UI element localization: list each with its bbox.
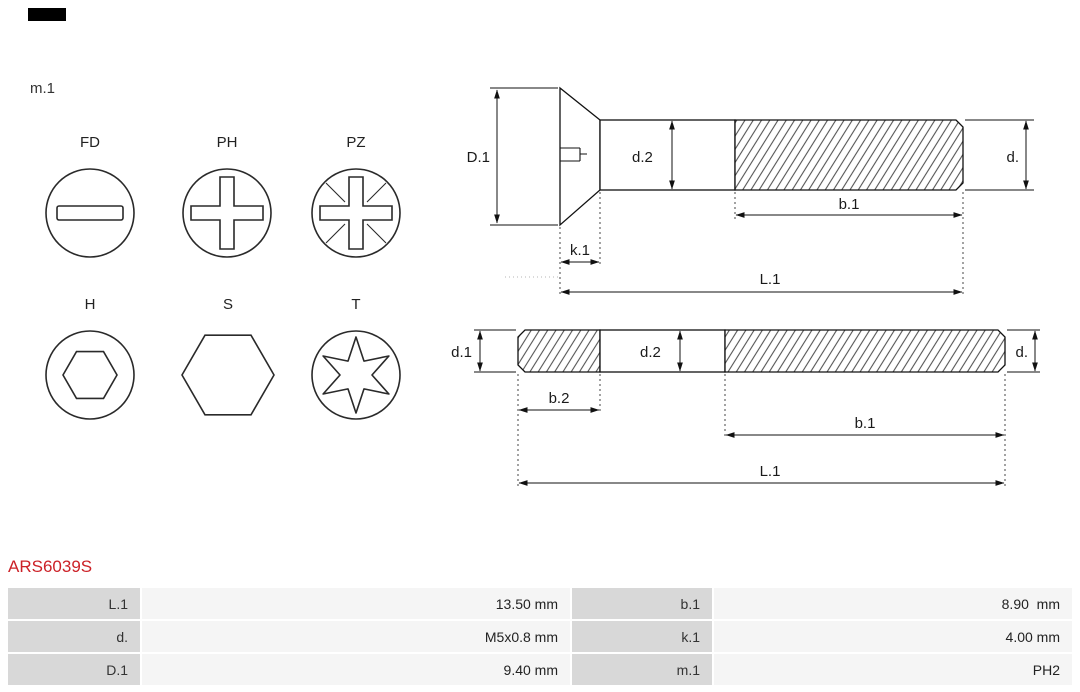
dim-label-L1-stud: L.1 <box>760 463 781 480</box>
spec-value: 4.00 mm <box>714 621 1072 652</box>
dim-label-d1: d.1 <box>451 344 472 361</box>
stud-d-extension <box>1007 329 1040 373</box>
drive-type-h-label: H <box>84 296 96 313</box>
spec-value: 13.50 mm <box>142 588 570 619</box>
drive-type-ph: PH <box>179 134 275 261</box>
drive-type-fd: FD <box>42 134 138 261</box>
stud-drawing: d.1 d.2 d. b.2 b.1 L.1 <box>451 329 1040 487</box>
screw1-slot <box>560 147 587 162</box>
screw1-shank <box>599 119 736 191</box>
spec-value: 9.40 mm <box>142 654 570 685</box>
screw1-D1-extension <box>490 87 558 226</box>
stud-middle-section <box>599 329 726 373</box>
dim-label-D1: D.1 <box>467 149 490 166</box>
screw-technical-drawing: D.1 d.2 d. b.1 k.1 L.1 d.1 d.2 <box>451 86 1040 487</box>
stud-d1-extension <box>474 329 516 373</box>
spec-label: k.1 <box>572 621 712 652</box>
screw1-k1-extension <box>559 192 601 296</box>
m1-label: m.1 <box>30 80 56 97</box>
dim-label-L1: L.1 <box>760 271 781 288</box>
spec-label: b.1 <box>572 588 712 619</box>
part-number: ARS6039S <box>8 557 93 576</box>
spec-label: d. <box>8 621 140 652</box>
drive-type-t-label: T <box>351 296 361 313</box>
dim-label-d: d. <box>1006 149 1019 166</box>
stud-right-thread <box>724 329 1006 373</box>
stud-left-thread <box>517 329 601 373</box>
pozidriv-drive-icon <box>311 168 401 258</box>
dim-label-d2-stud: d.2 <box>640 344 661 361</box>
dim-label-b1: b.1 <box>839 196 860 213</box>
stud-b1-extension <box>724 374 1006 487</box>
stud-b2-extension <box>517 374 601 487</box>
countersunk-screw-drawing: D.1 d.2 d. b.1 k.1 L.1 <box>467 86 1034 296</box>
slotted-drive-icon <box>45 168 135 258</box>
dim-label-b1-stud: b.1 <box>855 415 876 432</box>
hex-socket-drive-icon <box>45 330 135 420</box>
screw1-d-extension <box>965 119 1034 191</box>
spec-label: D.1 <box>8 654 140 685</box>
drive-type-s: S <box>180 296 276 423</box>
spec-value: M5x0.8 mm <box>142 621 570 652</box>
drive-type-pz: PZ <box>308 134 404 261</box>
drive-type-t: T <box>308 296 404 423</box>
drive-type-ph-label: PH <box>216 134 238 151</box>
dim-label-k1: k.1 <box>570 242 590 259</box>
drive-type-h: H <box>42 296 138 423</box>
phillips-drive-icon <box>182 168 272 258</box>
spec-label: m.1 <box>572 654 712 685</box>
spec-label: L.1 <box>8 588 140 619</box>
torx-drive-icon <box>311 330 401 420</box>
spec-value: 8.90 mm <box>714 588 1072 619</box>
drive-type-fd-label: FD <box>80 134 100 151</box>
dim-label-b2: b.2 <box>549 390 570 407</box>
drive-type-s-label: S <box>222 296 233 313</box>
dim-label-d2: d.2 <box>632 149 653 166</box>
external-hex-drive-icon <box>181 334 275 416</box>
dim-label-d-stud: d. <box>1015 344 1028 361</box>
drive-type-pz-label: PZ <box>346 134 366 151</box>
spec-value: PH2 <box>714 654 1072 685</box>
screw1-thread <box>734 119 964 191</box>
screw1-b1-extension <box>734 192 964 296</box>
spec-table: L.1 13.50 mm b.1 8.90 mm d. M5x0.8 mm k.… <box>8 588 1072 685</box>
logo-mark <box>28 8 66 21</box>
